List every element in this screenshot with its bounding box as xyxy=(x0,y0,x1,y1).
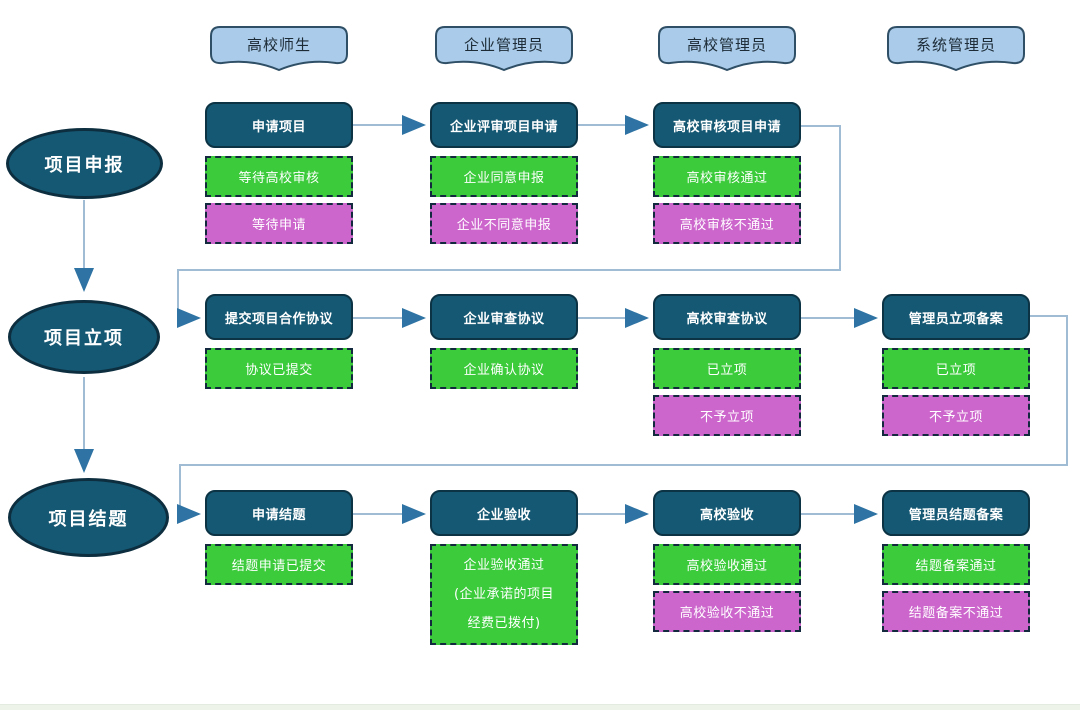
action-node: 企业评审项目申请 xyxy=(430,102,578,148)
phase-ellipse-conclusion: 项目结题 xyxy=(8,478,169,557)
action-node: 申请项目 xyxy=(205,102,353,148)
wrap-row1-to-row2 xyxy=(177,125,841,328)
banner-shape xyxy=(435,26,573,72)
action-node: 高校审核项目申请 xyxy=(653,102,801,148)
status-node-fail: 不予立项 xyxy=(882,395,1030,436)
lane-header-university-members: 高校师生 xyxy=(210,26,348,74)
status-node-success: 已立项 xyxy=(882,348,1030,389)
flow-cell: 企业审查协议企业确认协议 xyxy=(430,294,578,395)
lane-label: 高校师生 xyxy=(246,36,311,54)
flow-cell: 管理员立项备案已立项不予立项 xyxy=(882,294,1030,442)
phase-ellipse-declaration: 项目申报 xyxy=(6,128,163,199)
status-node-success: 等待高校审核 xyxy=(205,156,353,197)
lane-label: 系统管理员 xyxy=(915,36,996,54)
status-node-success: 已立项 xyxy=(653,348,801,389)
banner-shape xyxy=(658,26,796,72)
flow-cell: 申请结题结题申请已提交 xyxy=(205,490,353,591)
status-node-success: 高校验收通过 xyxy=(653,544,801,585)
flow-cell: 企业评审项目申请企业同意申报企业不同意申报 xyxy=(430,102,578,250)
status-node-success: 结题申请已提交 xyxy=(205,544,353,585)
flow-cell: 申请项目等待高校审核等待申请 xyxy=(205,102,353,250)
phase-ellipse-approval: 项目立项 xyxy=(8,300,160,374)
status-node-success: 企业验收通过 (企业承诺的项目 经费已拨付) xyxy=(430,544,578,645)
page-bottom-edge xyxy=(0,704,1080,710)
status-node-fail: 企业不同意申报 xyxy=(430,203,578,244)
status-node-fail: 高校审核不通过 xyxy=(653,203,801,244)
flow-cell: 高校验收高校验收通过高校验收不通过 xyxy=(653,490,801,638)
status-node-success: 高校审核通过 xyxy=(653,156,801,197)
status-node-success: 企业同意申报 xyxy=(430,156,578,197)
flow-cell: 高校审查协议已立项不予立项 xyxy=(653,294,801,442)
banner-shape xyxy=(887,26,1025,72)
action-node: 申请结题 xyxy=(205,490,353,536)
action-node: 高校审查协议 xyxy=(653,294,801,340)
flow-cell: 管理员结题备案结题备案通过结题备案不通过 xyxy=(882,490,1030,638)
status-node-fail: 结题备案不通过 xyxy=(882,591,1030,632)
flow-cell: 提交项目合作协议协议已提交 xyxy=(205,294,353,395)
status-node-success: 协议已提交 xyxy=(205,348,353,389)
lane-header-enterprise-admin: 企业管理员 xyxy=(435,26,573,74)
status-node-fail: 高校验收不通过 xyxy=(653,591,801,632)
lane-header-university-admin: 高校管理员 xyxy=(658,26,796,74)
banner-shape xyxy=(210,26,348,72)
status-node-fail: 等待申请 xyxy=(205,203,353,244)
action-node: 高校验收 xyxy=(653,490,801,536)
flow-cell: 高校审核项目申请高校审核通过高校审核不通过 xyxy=(653,102,801,250)
wrap-row2-to-row3 xyxy=(177,315,1068,524)
action-node: 企业审查协议 xyxy=(430,294,578,340)
lane-header-system-admin: 系统管理员 xyxy=(887,26,1025,74)
action-node: 企业验收 xyxy=(430,490,578,536)
action-node: 管理员结题备案 xyxy=(882,490,1030,536)
action-node: 管理员立项备案 xyxy=(882,294,1030,340)
flow-cell: 企业验收企业验收通过 (企业承诺的项目 经费已拨付) xyxy=(430,490,578,651)
action-node: 提交项目合作协议 xyxy=(205,294,353,340)
lane-label: 高校管理员 xyxy=(686,36,767,54)
status-node-success: 结题备案通过 xyxy=(882,544,1030,585)
lane-label: 企业管理员 xyxy=(463,36,544,54)
status-node-success: 企业确认协议 xyxy=(430,348,578,389)
status-node-fail: 不予立项 xyxy=(653,395,801,436)
